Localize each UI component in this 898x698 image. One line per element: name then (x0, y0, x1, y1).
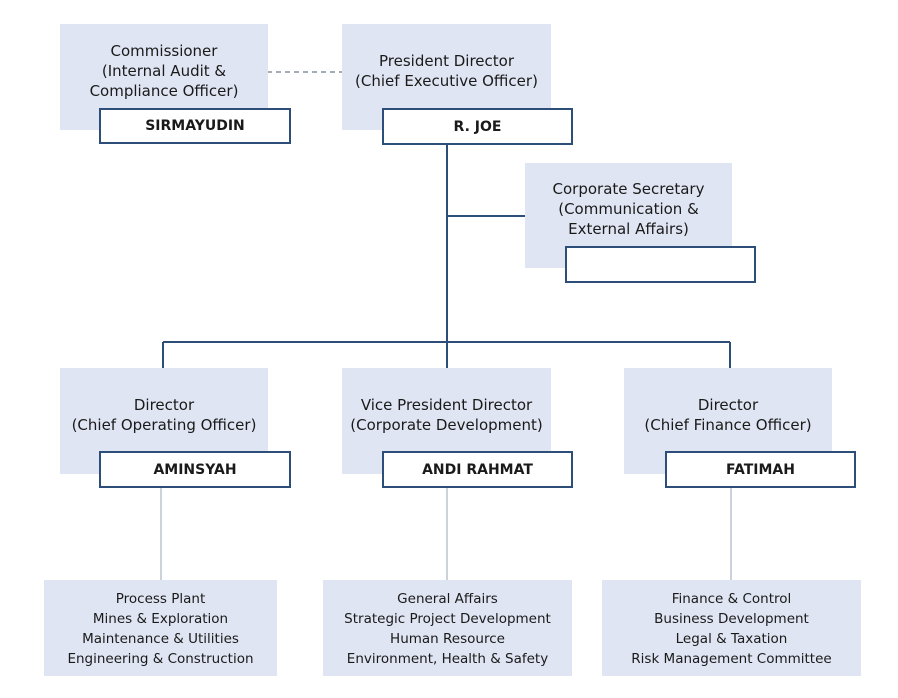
commissioner-name: SIRMAYUDIN (99, 108, 291, 144)
cfo-title: Director (Chief Finance Officer) (644, 396, 812, 434)
corporate-secretary-name (565, 246, 756, 283)
president-title: President Director (Chief Executive Offi… (355, 52, 538, 90)
commissioner-title: Commissioner (Internal Audit & Complianc… (89, 42, 239, 100)
cfo-name: FATIMAH (665, 451, 856, 488)
vp-title: Vice President Director (Corporate Devel… (350, 396, 543, 434)
cfo-departments: Finance & Control Business Development L… (602, 580, 861, 676)
corporate-secretary-title: Corporate Secretary (Communication & Ext… (552, 180, 705, 238)
coo-name: AMINSYAH (99, 451, 291, 488)
president-name: R. JOE (382, 108, 573, 145)
vp-name: ANDI RAHMAT (382, 451, 573, 488)
corporate-secretary-box: Corporate Secretary (Communication & Ext… (525, 163, 732, 268)
coo-departments: Process Plant Mines & Exploration Mainte… (44, 580, 277, 676)
vp-departments: General Affairs Strategic Project Develo… (323, 580, 572, 676)
coo-title: Director (Chief Operating Officer) (71, 396, 257, 434)
